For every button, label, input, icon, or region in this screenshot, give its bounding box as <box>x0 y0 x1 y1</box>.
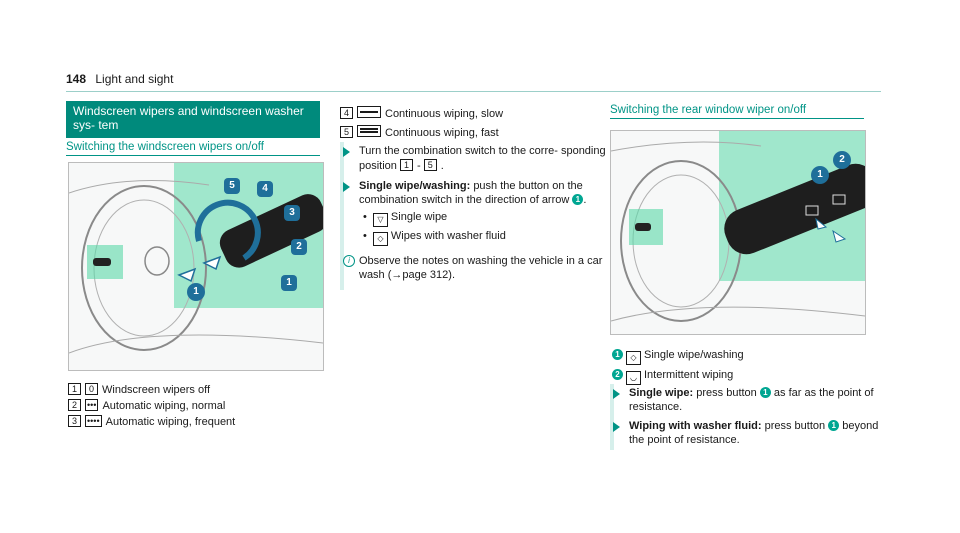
middle-step-1: Turn the combination switch to the corre… <box>343 145 609 173</box>
figure-label-2: 2 <box>833 151 851 169</box>
figure-label-5: 5 <box>224 178 240 194</box>
middle-step-2: Single wipe/washing: push the button on … <box>343 180 609 246</box>
middle-info-note: i Observe the notes on washing the vehic… <box>343 255 609 282</box>
figure-label-3: 3 <box>284 205 300 221</box>
single-wipe-icon: ▽ <box>372 213 388 227</box>
step-arrow-icon <box>343 182 350 192</box>
figure-label-2: 2 <box>291 239 307 255</box>
bullet-washer: • ◇Wipes with washer fluid <box>359 230 609 246</box>
intermittent-wiping-icon: ◡ <box>626 371 641 385</box>
dashboard-illustration <box>69 163 323 354</box>
page-number: 148 <box>66 72 87 86</box>
right-steps-bar <box>610 384 614 450</box>
section-title: Windscreen wipers and windscreen washer … <box>66 101 320 138</box>
page-title: Light and sight <box>95 72 174 86</box>
legend-item-1: 1◇Single wipe/washing <box>612 348 862 365</box>
washer-fluid-icon: ◇ <box>372 232 388 246</box>
left-subheading: Switching the windscreen wipers on/off <box>66 141 320 156</box>
figure-label-arrow-1: 1 <box>187 283 205 301</box>
step-arrow-icon <box>613 389 620 399</box>
rear-wiper-figure: 1 2 <box>610 130 866 335</box>
right-subheading: Switching the rear window wiper on/off <box>610 104 864 119</box>
right-step-2: Wiping with washer fluid: press button 1… <box>613 420 879 447</box>
figure-label-4: 4 <box>257 181 273 197</box>
middle-steps-bar <box>340 142 344 290</box>
info-icon: i <box>343 255 355 267</box>
bullet-single-wipe: • ▽Single wipe <box>359 211 609 227</box>
header-divider <box>66 91 881 92</box>
rear-legend: 1◇Single wipe/washing 2◡Intermittent wip… <box>612 348 862 385</box>
page-header: 148 Light and sight <box>66 72 173 86</box>
figure-label-1: 1 <box>281 275 297 291</box>
right-step-1: Single wipe: press button 1 as far as th… <box>613 387 879 414</box>
page-reference-link[interactable]: page 312 <box>402 268 449 281</box>
windscreen-wiper-figure: 5 4 3 2 1 1 <box>68 162 324 371</box>
slow-wipe-icon <box>357 106 381 118</box>
rear-wiper-illustration <box>611 131 865 322</box>
fast-wipe-icon <box>357 125 381 137</box>
legend-item-2: 2◡Intermittent wiping <box>612 368 862 385</box>
figure-label-1: 1 <box>811 166 829 184</box>
single-wipe-washing-icon: ◇ <box>626 351 641 365</box>
position-3: 3••••Automatic wiping, frequent <box>68 415 318 429</box>
position-2: 2•••Automatic wiping, normal <box>68 399 318 413</box>
step-arrow-icon <box>343 147 350 157</box>
step-arrow-icon <box>613 422 620 432</box>
